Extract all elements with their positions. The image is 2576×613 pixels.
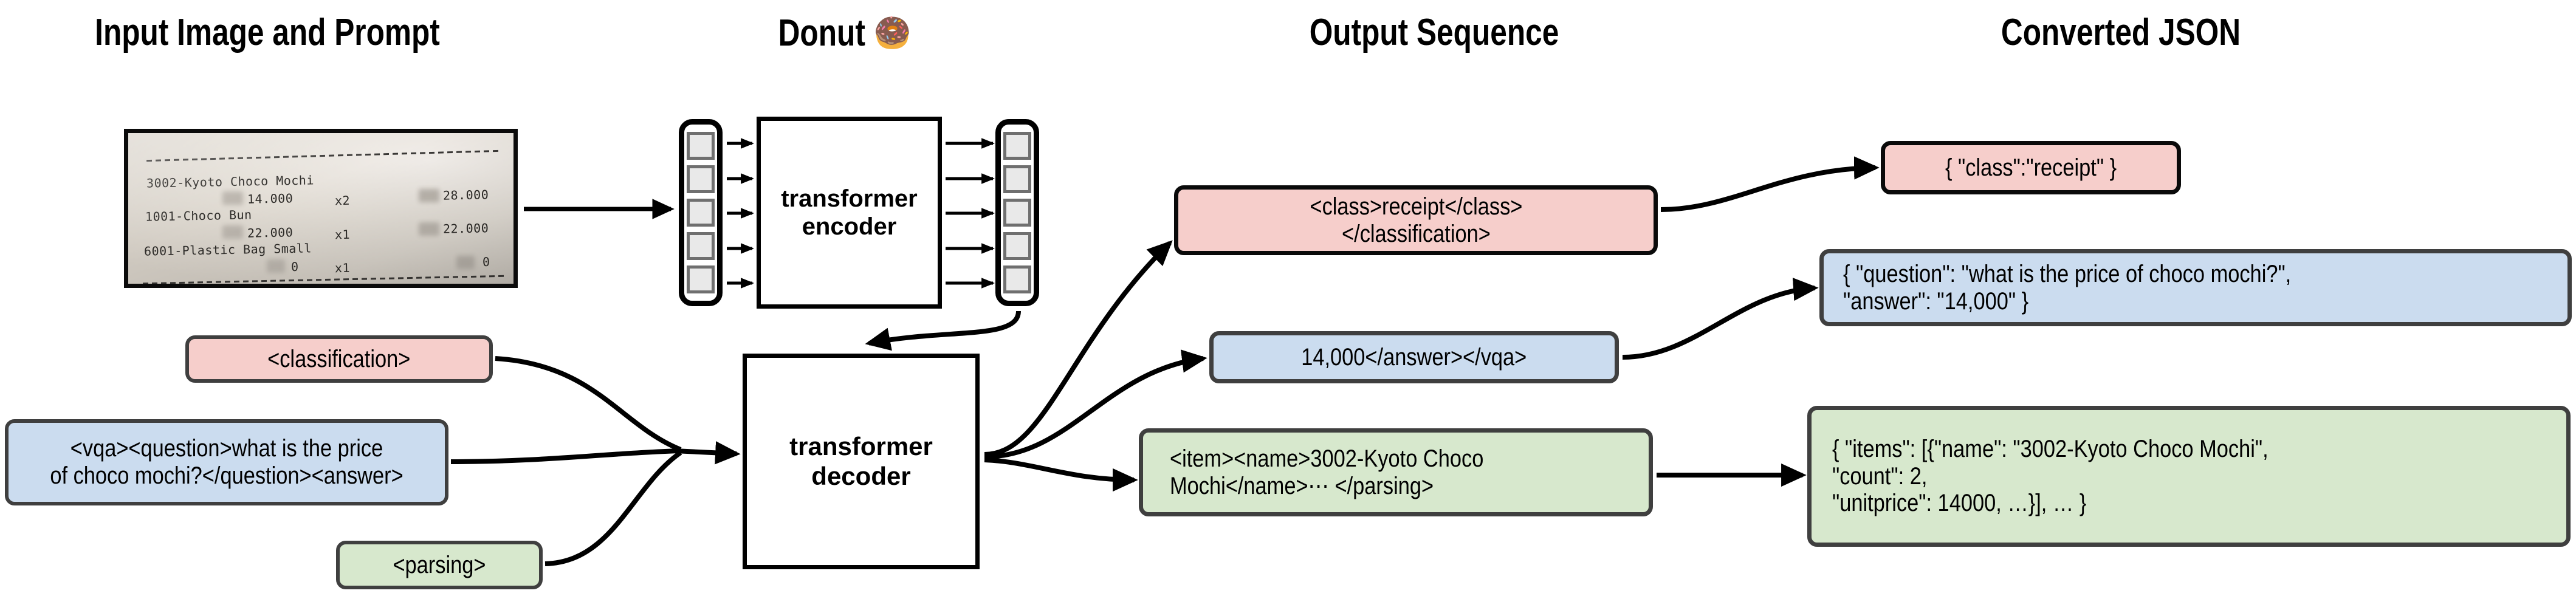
column-title-json-text: Converted JSON: [2001, 12, 2241, 53]
token-square: [1003, 132, 1031, 160]
column-title-model: Donut 🍩: [699, 11, 991, 55]
output-parsing-box[interactable]: <item><name>3002-Kyoto Choco Mochi</name…: [1139, 428, 1653, 516]
token-square: [687, 198, 715, 227]
json-classification-box[interactable]: { "class":"receipt" }: [1881, 141, 2181, 194]
receipt-shading: [128, 133, 513, 284]
json-vqa-box[interactable]: { "question": "what is the price of choc…: [1819, 249, 2572, 326]
output-parsing-text: <item><name>3002-Kyoto Choco Mochi</name…: [1170, 445, 1484, 499]
encoder-input-token-strip: [679, 119, 723, 306]
json-parsing-box[interactable]: { "items": [{"name": "3002-Kyoto Choco M…: [1807, 406, 2571, 547]
transformer-encoder-block: transformer encoder: [757, 117, 942, 309]
arrow-vqa-prompt-to-decoder: [450, 448, 681, 464]
receipt-redaction-1: [222, 191, 243, 205]
input-receipt-image: 3002-Kyoto Choco Mochi 14.000 x2 28.000 …: [124, 129, 518, 288]
receipt-text-layer: 3002-Kyoto Choco Mochi 14.000 x2 28.000 …: [128, 133, 513, 284]
token-square: [687, 231, 715, 260]
column-title-output-text: Output Sequence: [1309, 12, 1559, 53]
encoder-output-token-strip: [995, 119, 1039, 306]
arrow-classification-prompt-to-decoder: [495, 356, 682, 452]
output-vqa-box[interactable]: 14,000</answer></vqa>: [1209, 331, 1619, 383]
transformer-decoder-label: transformer decoder: [789, 432, 933, 490]
token-square: [1003, 231, 1031, 260]
output-classification-text: <class>receipt</class> </classification>: [1310, 193, 1522, 247]
prompt-classification-text: <classification>: [267, 345, 411, 372]
arrow-decoder-to-parsing-output: [984, 457, 1138, 492]
prompt-classification-box[interactable]: <classification>: [185, 335, 493, 383]
token-square: [1003, 265, 1031, 293]
json-classification-text: { "class":"receipt" }: [1945, 154, 2117, 181]
transformer-decoder-block: transformer decoder: [743, 354, 980, 569]
column-title-input: Input Image and Prompt: [53, 11, 481, 54]
column-title-output: Output Sequence: [1220, 11, 1648, 54]
json-parsing-text: { "items": [{"name": "3002-Kyoto Choco M…: [1832, 435, 2269, 517]
arrow-prompts-merge-to-decoder: [674, 441, 741, 465]
receipt-redaction-5: [267, 259, 285, 273]
prompt-parsing-box[interactable]: <parsing>: [336, 541, 543, 589]
token-square: [687, 165, 715, 194]
column-title-model-text: Donut 🍩: [778, 12, 912, 54]
arrow-classification-output-to-json: [1660, 156, 1880, 212]
receipt-redaction-2: [419, 189, 439, 202]
arrow-vqa-output-to-json: [1622, 278, 1819, 360]
arrow-parsing-prompt-to-decoder: [544, 450, 682, 566]
output-vqa-text: 14,000</answer></vqa>: [1301, 343, 1527, 371]
token-square: [687, 265, 715, 293]
prompt-vqa-box[interactable]: <vqa><question>what is the price of choc…: [5, 419, 448, 505]
token-square: [1003, 165, 1031, 194]
prompt-vqa-text: <vqa><question>what is the price of choc…: [50, 435, 404, 489]
json-vqa-text: { "question": "what is the price of choc…: [1843, 260, 2292, 315]
receipt-redaction-3: [222, 225, 243, 239]
arrow-encoder-output-to-decoder: [865, 310, 1021, 351]
receipt-redaction-4: [419, 222, 439, 236]
column-title-json: Converted JSON: [1917, 11, 2325, 54]
column-title-input-text: Input Image and Prompt: [95, 12, 440, 53]
token-square: [687, 132, 715, 160]
output-classification-box[interactable]: <class>receipt</class> </classification>: [1174, 185, 1658, 255]
receipt-redaction-6: [456, 256, 475, 269]
prompt-parsing-text: <parsing>: [393, 551, 486, 578]
transformer-encoder-label: transformer encoder: [781, 185, 918, 240]
token-square: [1003, 198, 1031, 227]
